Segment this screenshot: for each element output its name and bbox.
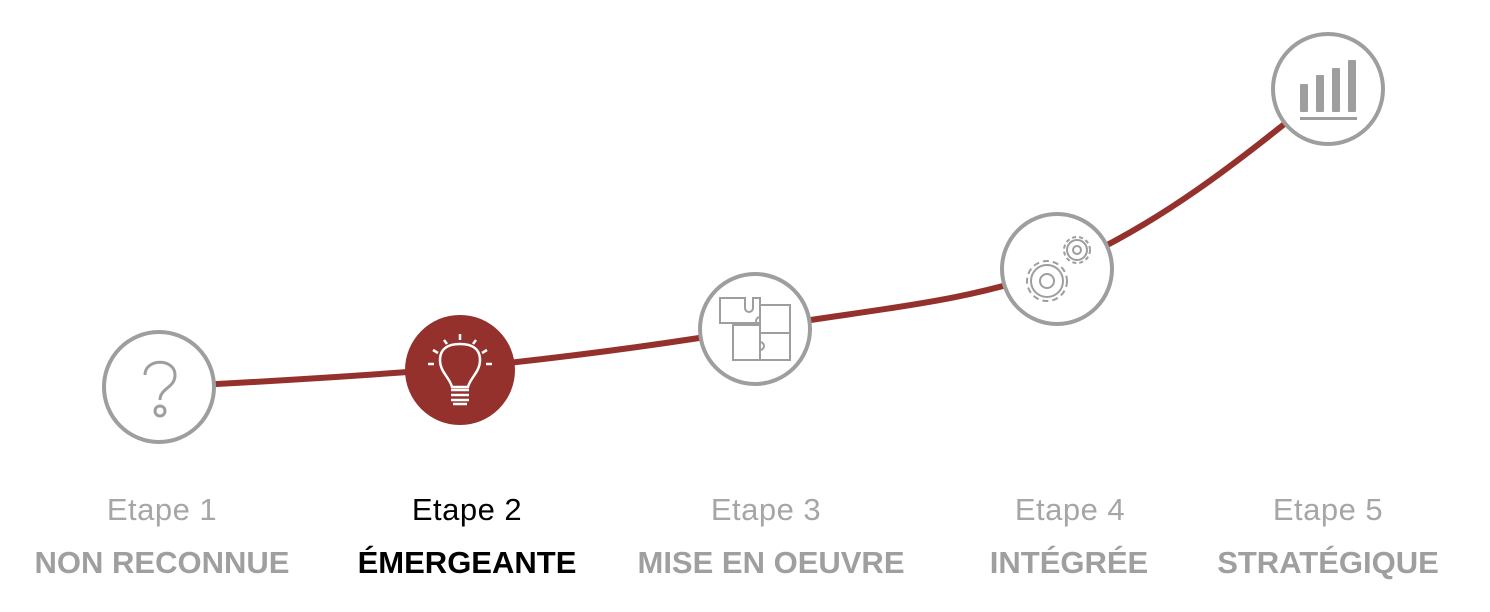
step-1-etape: Etape 1 — [106, 492, 218, 527]
step-2-node[interactable] — [405, 315, 515, 425]
step-4-etape: Etape 4 — [1014, 492, 1126, 527]
step-3-etape: Etape 3 — [710, 492, 822, 527]
step-3-node[interactable] — [698, 272, 812, 386]
gears-icon — [1026, 236, 1091, 302]
puzzle-icon — [719, 297, 791, 361]
step-3-title: MISE EN OEUVRE — [637, 545, 905, 580]
step-5-etape: Etape 5 — [1272, 492, 1384, 527]
step-5-node[interactable] — [1271, 32, 1385, 146]
step-1-title: NON RECONNUE — [34, 545, 290, 580]
step-1-node[interactable] — [102, 330, 216, 444]
bar-chart-icon — [1300, 60, 1357, 120]
step-2-title: ÉMERGEANTE — [357, 545, 577, 580]
step-4-title: INTÉGRÉE — [989, 545, 1149, 580]
step-5-title: STRATÉGIQUE — [1217, 545, 1439, 580]
step-2-etape: Etape 2 — [411, 492, 523, 527]
lightbulb-icon — [428, 334, 492, 406]
question-icon — [143, 360, 177, 418]
step-4-node[interactable] — [1000, 212, 1114, 326]
